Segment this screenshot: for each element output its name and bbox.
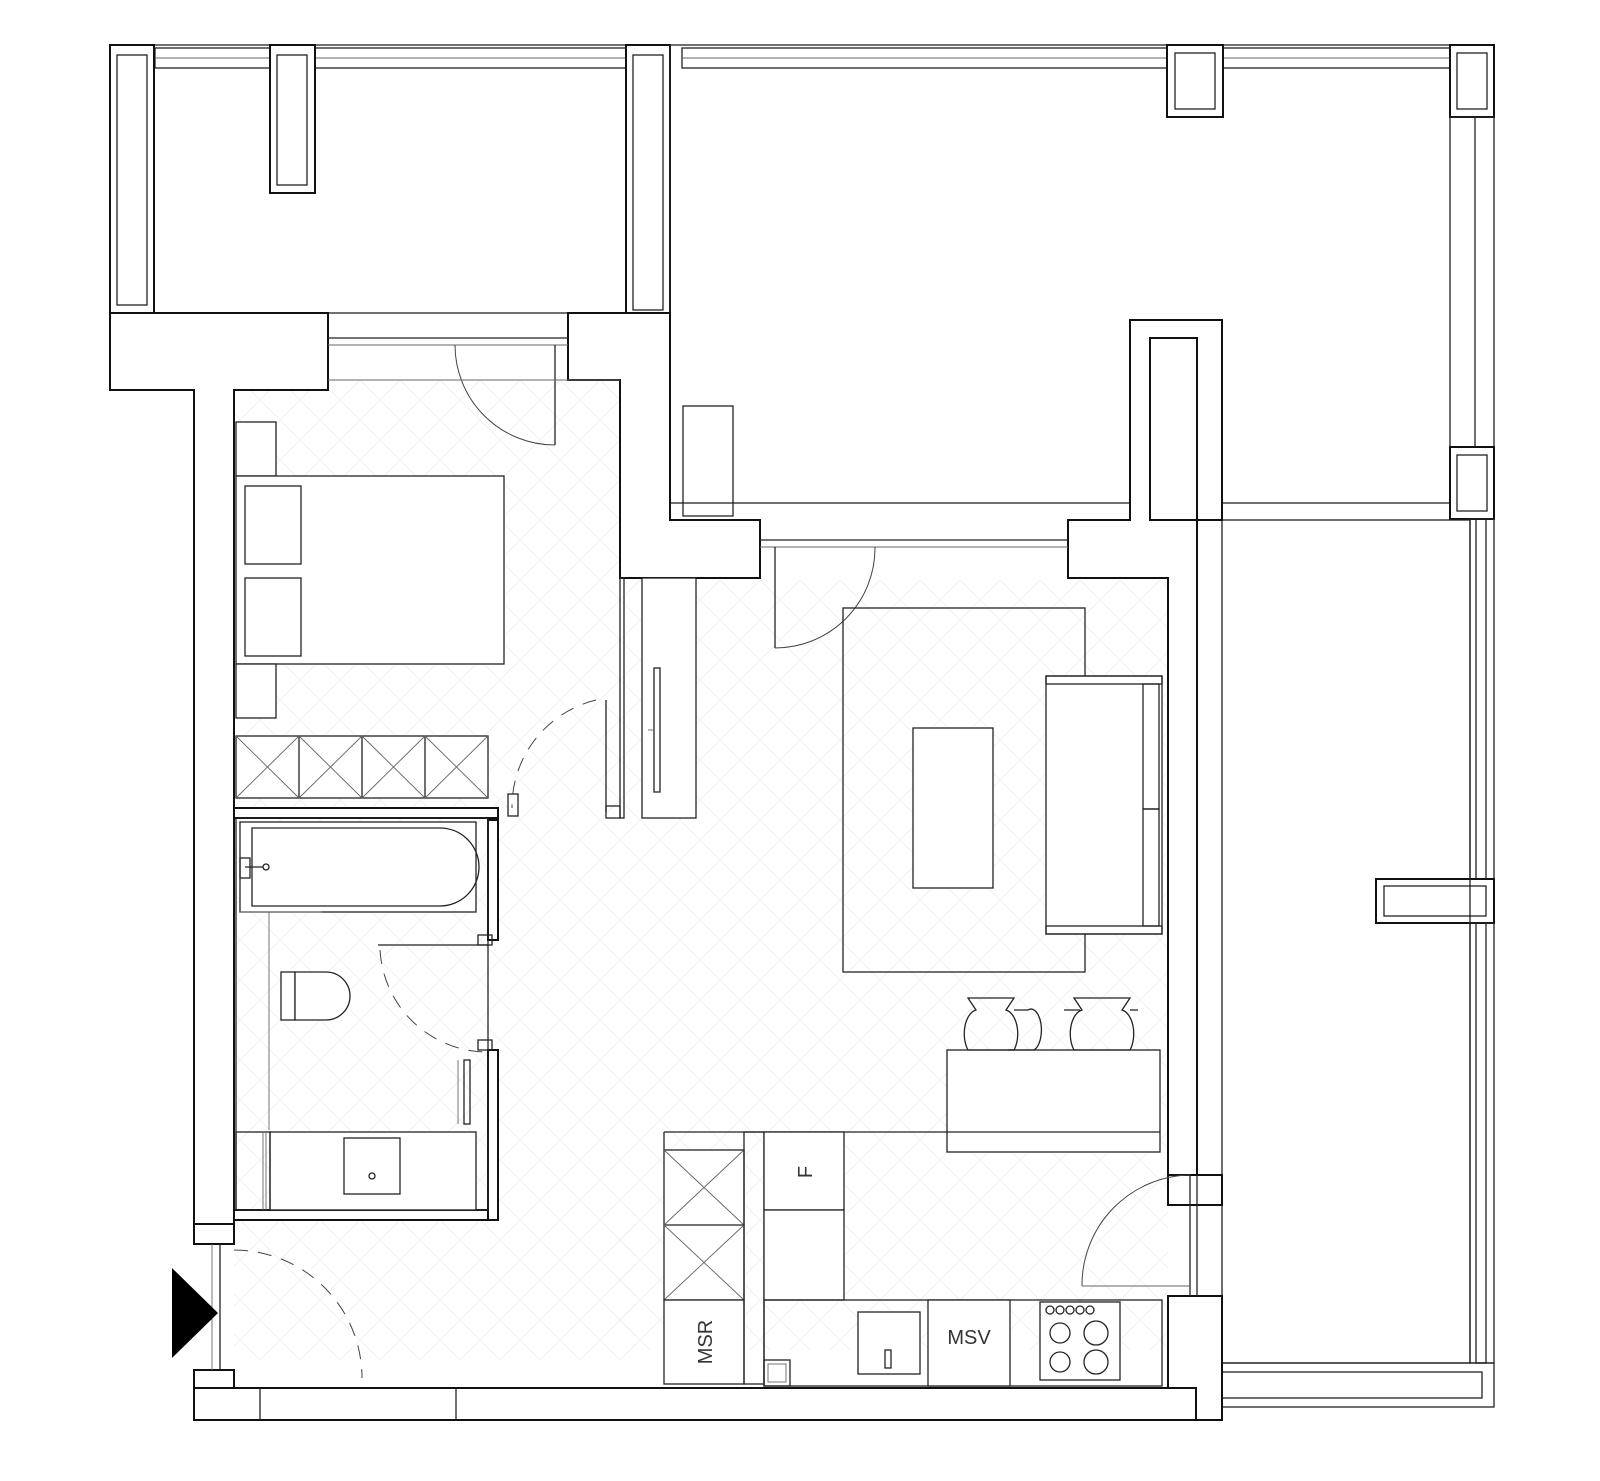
bedside-table-bottom bbox=[235, 663, 277, 719]
tv-cabinet bbox=[641, 577, 697, 819]
fridge-label: F bbox=[795, 1166, 817, 1178]
terrace-door[interactable] bbox=[1081, 1174, 1198, 1296]
sink-icon bbox=[857, 1311, 921, 1375]
dining-set bbox=[946, 997, 1161, 1153]
entrance-triangle-icon bbox=[172, 1268, 218, 1358]
dishwasher: MSV bbox=[927, 1299, 1011, 1387]
balcony-left bbox=[109, 44, 671, 316]
towel-radiator bbox=[457, 1059, 471, 1125]
dishwasher-label: MSV bbox=[947, 1327, 991, 1349]
storage-unit: MSR bbox=[663, 1299, 745, 1385]
living-balcony-door[interactable] bbox=[760, 539, 1068, 649]
storage-label: MSR bbox=[695, 1320, 717, 1364]
cooktop-burners-icon bbox=[1039, 1301, 1121, 1381]
structural-walls bbox=[109, 312, 1223, 1421]
fridge: F bbox=[763, 1131, 845, 1211]
bathroom-door[interactable] bbox=[378, 934, 493, 1053]
kitchen: MSR F MSV bbox=[663, 1131, 1163, 1387]
entrance-door[interactable] bbox=[172, 1244, 363, 1379]
living-room bbox=[641, 577, 1163, 1153]
corner-pipe bbox=[763, 1359, 791, 1387]
washbasin-counter bbox=[235, 1131, 477, 1211]
terrace-right bbox=[669, 44, 1495, 1408]
bathroom bbox=[235, 817, 489, 1211]
pillow bbox=[244, 485, 302, 565]
sink-icon bbox=[343, 1137, 401, 1195]
coffee-table bbox=[912, 727, 994, 889]
tall-cabinet-crossed bbox=[663, 1149, 745, 1301]
bedside-table-top bbox=[235, 421, 277, 477]
bedroom-door[interactable] bbox=[507, 699, 621, 819]
wardrobe bbox=[235, 735, 489, 799]
bedroom bbox=[235, 421, 505, 799]
bathtub-icon bbox=[239, 821, 480, 913]
pillow bbox=[244, 577, 302, 657]
sofa bbox=[1045, 675, 1163, 935]
toilet-icon bbox=[280, 971, 351, 1021]
bedroom-balcony-door[interactable] bbox=[328, 337, 620, 446]
